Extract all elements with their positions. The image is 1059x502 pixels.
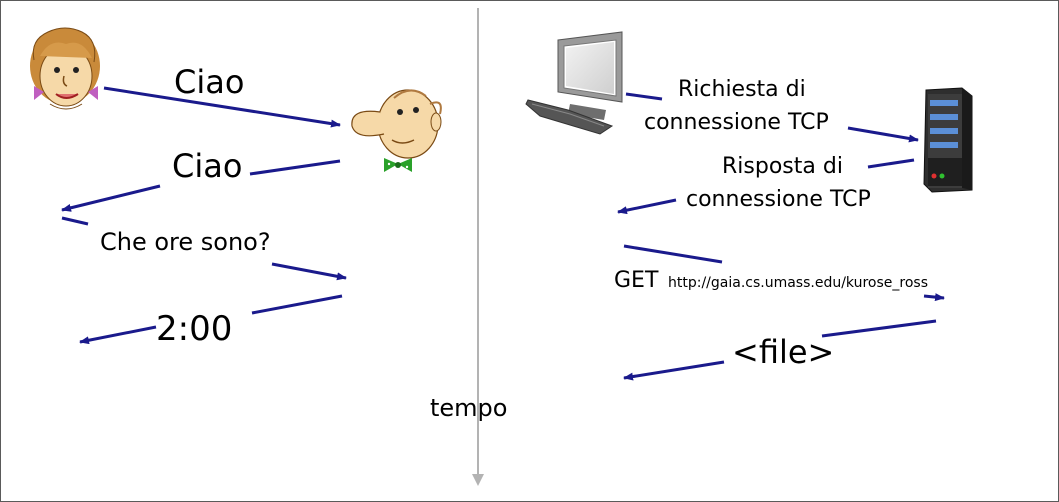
arrow-tcp-request-a <box>625 92 663 101</box>
arrow-tcp-response-a <box>867 158 915 169</box>
msg-file: <file> <box>732 333 835 371</box>
arrow-file-a <box>821 319 937 338</box>
arrow-ciao-2-a <box>249 159 341 176</box>
human-message-arrows <box>61 86 347 345</box>
msg-ciao-1: Ciao <box>174 63 245 101</box>
desktop-computer-icon <box>525 31 623 135</box>
arrow-2-00-a <box>251 294 343 315</box>
man-cartoon-icon <box>351 89 442 172</box>
msg-tcp-response-line2: connessione TCP <box>686 187 871 212</box>
woman-cartoon-icon <box>30 27 100 110</box>
arrow-2-00-b <box>79 325 157 345</box>
msg-ciao-2: Ciao <box>172 147 243 185</box>
arrow-time-a <box>271 262 347 281</box>
arrow-ciao-2-tail <box>61 216 89 226</box>
msg-get-url: http://gaia.cs.umass.edu/kurose_ross <box>668 275 929 291</box>
msg-get-method: GET <box>614 268 659 293</box>
msg-tcp-request-line1: Richiesta di <box>678 77 806 102</box>
arrow-ciao-1 <box>103 86 341 128</box>
timeline-label: tempo <box>430 394 508 422</box>
network-message-arrows <box>617 92 945 381</box>
msg-tcp-request-line2: connessione TCP <box>644 110 829 135</box>
arrow-get-a <box>623 244 723 264</box>
arrow-ciao-2-b <box>61 184 161 212</box>
arrow-tcp-response-b <box>617 198 677 215</box>
timeline-arrowhead <box>472 474 484 486</box>
msg-tcp-response-line1: Risposta di <box>722 154 843 179</box>
arrow-file-b <box>623 360 725 381</box>
server-tower-icon <box>923 87 973 193</box>
arrow-tcp-request-b <box>847 126 919 143</box>
arrow-get-b <box>923 293 945 302</box>
msg-2-00: 2:00 <box>156 309 233 349</box>
msg-che-ore-sono: Che ore sono? <box>100 228 271 256</box>
